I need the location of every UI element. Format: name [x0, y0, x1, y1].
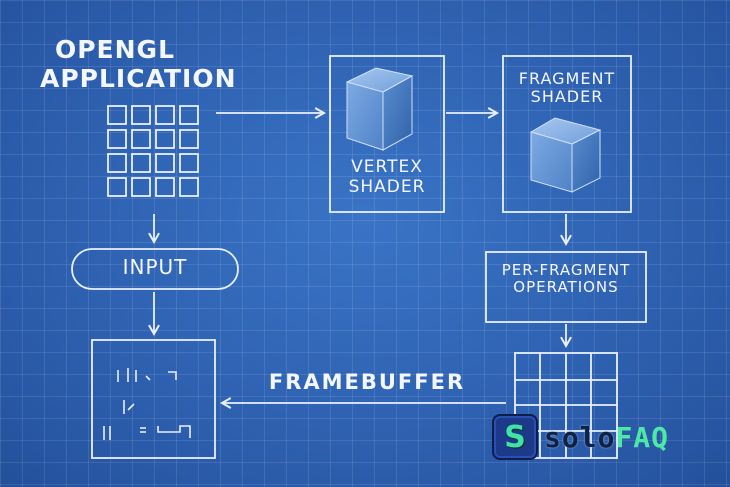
logo-text: soloFAQ: [544, 421, 669, 454]
framebuffer-label: FRAMEBUFFER: [268, 370, 466, 394]
vertex-cube-icon: [345, 67, 414, 151]
fragment-shader-label: FRAGMENT SHADER: [503, 69, 631, 107]
logo-text-solo: solo: [544, 420, 616, 454]
input-label: INPUT: [122, 255, 188, 279]
vertex-shader-label: VERTEX SHADER: [330, 157, 444, 197]
display-box: [91, 339, 216, 459]
vertex-label-line2: SHADER: [348, 176, 426, 197]
fragment-shader-box: [502, 55, 632, 213]
fragment-cube-icon: [529, 117, 602, 193]
app-title-line1: OPENGL: [54, 35, 176, 64]
application-grid: [107, 105, 199, 197]
input-box: [71, 248, 239, 290]
solofaq-logo: S soloFAQ: [492, 414, 722, 460]
framebuffer-grid: [514, 352, 618, 459]
fragment-label-line1: FRAGMENT: [518, 69, 616, 88]
fragment-label-line2: SHADER: [530, 87, 604, 107]
vertex-shader-box: [329, 55, 445, 213]
app-title-line2: APPLICATION: [40, 63, 237, 93]
per-fragment-label: PER-FRAGMENT OPERATIONS: [486, 261, 646, 297]
vertex-label-line1: VERTEX: [351, 157, 423, 177]
perfrag-label-line1: PER-FRAGMENT: [501, 261, 631, 279]
perfrag-label-line2: OPERATIONS: [513, 278, 619, 297]
display-pixels: [103, 368, 191, 440]
logo-badge: S: [492, 414, 538, 460]
app-title: OPENGL APPLICATION: [40, 35, 237, 94]
logo-badge-letter: S: [504, 419, 526, 455]
per-fragment-box: [485, 251, 647, 323]
logo-text-faq: FAQ: [615, 420, 670, 454]
